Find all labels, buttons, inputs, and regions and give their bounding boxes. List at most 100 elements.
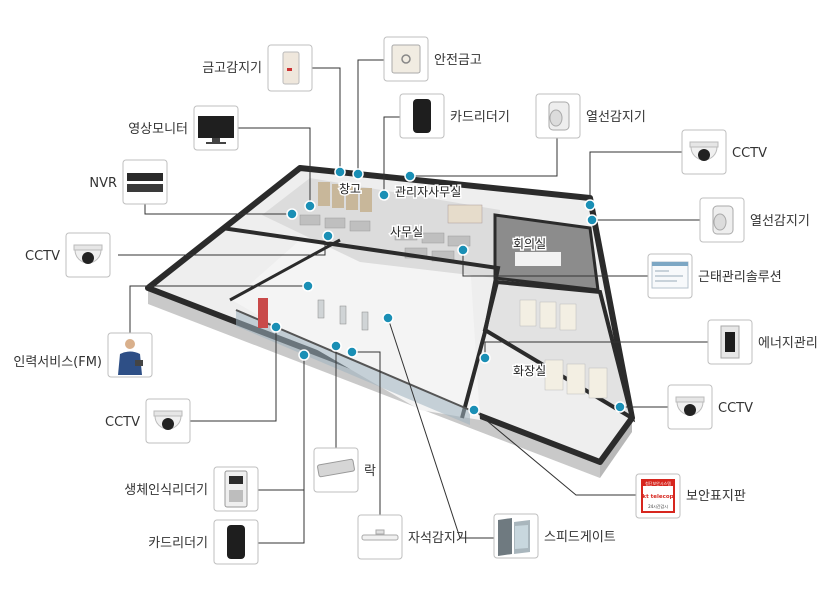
meeting-table xyxy=(515,252,561,266)
room-label-office: 사무실 xyxy=(390,225,423,239)
marker-biometric[interactable] xyxy=(298,349,310,361)
lead-biometric xyxy=(258,355,305,491)
lead-card-reader-bottom xyxy=(258,490,305,544)
room-label-storage: 창고 xyxy=(339,182,361,196)
dome-camera-icon xyxy=(153,410,183,430)
label-magnetic-sensor: 자석감지기 xyxy=(408,531,468,546)
marker-monitor[interactable] xyxy=(304,200,316,212)
monitor-icon xyxy=(198,116,234,144)
label-biometric: 생체인식리더기 xyxy=(124,483,208,498)
technician-icon xyxy=(118,339,143,375)
storage-shelves xyxy=(318,182,372,212)
office-desks xyxy=(299,214,471,262)
marker-cctv-top-right[interactable] xyxy=(584,199,596,211)
lead-heat-sensor-top xyxy=(410,132,558,177)
marker-cctv-left[interactable] xyxy=(322,230,334,242)
admin-desk xyxy=(447,204,483,224)
nvr-icon xyxy=(127,173,163,192)
lead-speed-gate xyxy=(387,317,494,539)
callout-security-sign[interactable]: 첨단보안시스템 kt telecop 24시간감시 보안표지판 xyxy=(635,473,746,519)
callout-cctv-bottom-right[interactable]: CCTV xyxy=(667,384,753,430)
marker-magnetic-sensor[interactable] xyxy=(346,346,358,358)
lead-magnetic-sensor xyxy=(352,351,381,515)
label-heat-sensor-top: 열선감지기 xyxy=(586,110,646,125)
lobby-floor xyxy=(232,240,480,420)
device-markers xyxy=(270,166,626,416)
lead-safe xyxy=(357,59,384,174)
lead-safe-sensor xyxy=(312,67,341,172)
label-heat-sensor-right: 열선감지기 xyxy=(750,214,810,229)
motion-sensor-icon xyxy=(548,101,570,131)
callout-energy[interactable]: 에너지관리 xyxy=(707,319,818,365)
callout-cctv-bottom-left[interactable]: CCTV xyxy=(105,398,191,444)
callout-attendance[interactable]: 근태관리솔루션 xyxy=(647,253,782,299)
label-cctv-bottom-right: CCTV xyxy=(718,401,753,416)
label-energy: 에너지관리 xyxy=(758,336,818,351)
callout-magnetic-sensor[interactable]: 자석감지기 xyxy=(357,514,468,560)
marker-fm[interactable] xyxy=(302,280,314,292)
marker-cctv-bottom-right[interactable] xyxy=(614,401,626,413)
marker-speed-gate[interactable] xyxy=(382,312,394,324)
callout-cctv-left[interactable]: CCTV xyxy=(25,232,111,278)
lead-cctv-top-right xyxy=(589,151,682,205)
marker-safe[interactable] xyxy=(352,168,364,180)
label-cctv-bottom-left: CCTV xyxy=(105,415,140,430)
software-screen-icon xyxy=(651,261,689,289)
callout-heat-sensor-top[interactable]: 열선감지기 xyxy=(535,93,646,139)
callout-nvr[interactable]: NVR xyxy=(89,159,168,205)
glass-entrance xyxy=(236,310,470,425)
label-safe-sensor: 금고감지기 xyxy=(202,61,262,76)
marker-safe-sensor[interactable] xyxy=(334,166,346,178)
lead-cctv-left xyxy=(118,236,326,256)
marker-energy[interactable] xyxy=(479,352,491,364)
safe-icon xyxy=(391,44,421,74)
card-reader-icon xyxy=(413,99,431,133)
callout-card-reader-top[interactable]: 카드리더기 xyxy=(399,93,510,139)
marker-card-reader-top[interactable] xyxy=(378,189,390,201)
sign-brand-text: kt telecop xyxy=(642,494,673,500)
label-safe: 안전금고 xyxy=(434,53,482,68)
marker-nvr[interactable] xyxy=(286,208,298,220)
sign-bottom-text: 24시간감시 xyxy=(648,503,668,509)
marker-attendance[interactable] xyxy=(457,244,469,256)
lead-cctv-bottom-left xyxy=(190,327,277,422)
motion-sensor-icon xyxy=(712,205,734,235)
callout-fm-service[interactable]: 인력서비스(FM) xyxy=(13,332,153,378)
magnetic-contact-icon xyxy=(361,529,399,541)
callout-safe-sensor[interactable]: 금고감지기 xyxy=(202,44,313,92)
label-fm-service: 인력서비스(FM) xyxy=(13,355,102,370)
callout-speed-gate[interactable]: 스피드게이트 xyxy=(493,513,616,559)
callout-monitor[interactable]: 영상모니터 xyxy=(128,105,239,151)
lead-fm xyxy=(129,285,308,333)
speed-gate-icon xyxy=(498,518,530,556)
label-lock: 락 xyxy=(364,464,376,479)
lead-security-sign xyxy=(473,409,636,496)
callout-lock[interactable]: 락 xyxy=(313,447,376,493)
interior-wall-entrance xyxy=(229,238,341,302)
dome-camera-icon xyxy=(73,244,103,264)
lead-card-reader-top xyxy=(383,116,400,195)
label-nvr: NVR xyxy=(89,176,117,191)
marker-cctv-bottom-left[interactable] xyxy=(270,321,282,333)
marker-heat-sensor-top[interactable] xyxy=(404,170,416,182)
room-label-restroom: 화장실 xyxy=(513,364,546,378)
room-label-admin-office: 관리자사무실 xyxy=(395,185,461,199)
callout-cctv-top-right[interactable]: CCTV xyxy=(681,129,767,175)
magnetic-lock-icon xyxy=(317,458,355,478)
control-panel-icon xyxy=(720,325,740,359)
label-card-reader-bottom: 카드리더기 xyxy=(148,536,208,551)
lead-nvr xyxy=(144,200,292,215)
marker-lock[interactable] xyxy=(330,340,342,352)
room-label-meeting: 회의실 xyxy=(513,237,546,251)
restroom-stalls xyxy=(519,299,608,399)
callout-safe[interactable]: 안전금고 xyxy=(383,36,482,82)
marker-security-sign[interactable] xyxy=(468,404,480,416)
lobby-gates xyxy=(317,299,369,331)
lead-attendance xyxy=(462,250,648,277)
marker-heat-sensor-right[interactable] xyxy=(586,214,598,226)
interior-wall-lobby xyxy=(221,226,501,419)
callout-card-reader-bottom[interactable]: 카드리더기 xyxy=(148,519,259,565)
callout-biometric[interactable]: 생체인식리더기 xyxy=(124,466,259,512)
callout-heat-sensor-right[interactable]: 열선감지기 xyxy=(699,197,810,243)
